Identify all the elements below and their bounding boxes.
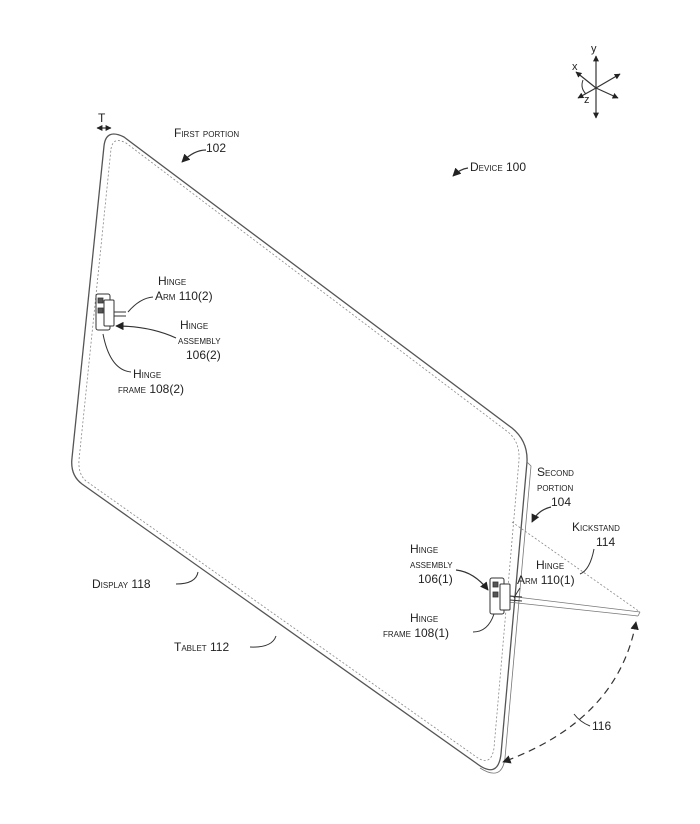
first-portion-number: 102 bbox=[206, 141, 226, 155]
hinge-assembly-2-label-b: assembly bbox=[178, 333, 221, 347]
thickness-label: T bbox=[98, 111, 106, 125]
hinge-assembly-2-label-a: Hinge bbox=[180, 318, 208, 332]
hinge-frame-2-label-a: Hinge bbox=[133, 367, 161, 381]
hinge-assembly-1-label-a: Hinge bbox=[410, 542, 438, 556]
kickstand bbox=[507, 521, 641, 617]
hinge-frame-1-label-a: Hinge bbox=[410, 611, 438, 625]
second-portion-label-b: portion bbox=[537, 480, 574, 494]
hinge-arm-1-label-a: Hinge bbox=[536, 558, 564, 572]
hinge-arm-2-label-a: Hinge bbox=[158, 274, 186, 288]
axis-y-label: y bbox=[591, 43, 597, 55]
angle-arc bbox=[502, 621, 639, 764]
tablet-body bbox=[71, 133, 532, 774]
kickstand-label-b: 114 bbox=[596, 535, 615, 549]
hinge-frame-2-label-b: frame 108(2) bbox=[118, 382, 184, 396]
thickness-marker: T bbox=[96, 111, 112, 131]
hinge-arm-2-label-b: Arm 110(2) bbox=[155, 289, 213, 303]
hinge-assembly-2-label-c: 106(2) bbox=[186, 348, 221, 362]
axis-x-label: x bbox=[572, 61, 578, 73]
axis-indicator: y x z bbox=[572, 43, 621, 119]
hinge-frame-1-label-b: frame 108(1) bbox=[383, 626, 449, 640]
hinge-assembly-2 bbox=[95, 293, 126, 331]
display-label: Display 118 bbox=[92, 577, 151, 591]
kickstand-label-a: Kickstand bbox=[572, 520, 620, 534]
angle-label: 116 bbox=[592, 719, 611, 733]
hinge-assembly-1-label-b: assembly bbox=[410, 557, 453, 571]
second-portion-label-a: Second bbox=[537, 465, 574, 479]
axis-z-label: z bbox=[584, 94, 590, 106]
tablet-label: Tablet 112 bbox=[174, 640, 229, 654]
hinge-arm-1-label-b: Arm 110(1) bbox=[517, 573, 575, 587]
hinge-assembly-1-label-c: 106(1) bbox=[418, 572, 453, 586]
first-portion-label: First portion bbox=[174, 126, 239, 140]
device-label: Device 100 bbox=[470, 160, 526, 174]
hinge-assembly-1 bbox=[489, 577, 523, 615]
second-portion-label-c: 104 bbox=[551, 495, 571, 509]
